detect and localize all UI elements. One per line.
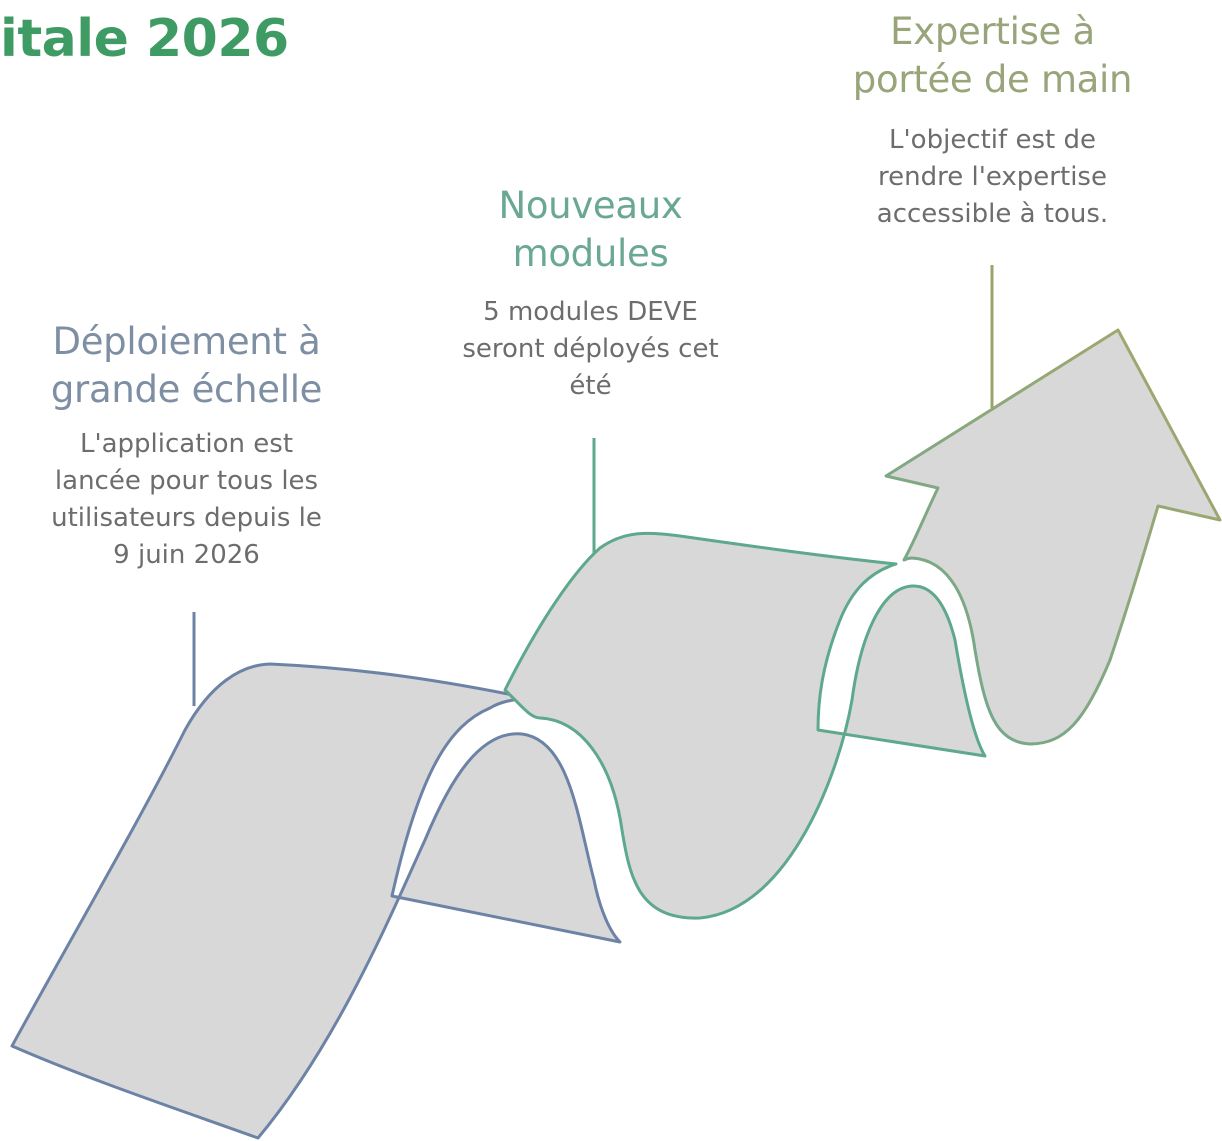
- step-desc-line: utilisateurs depuis le: [51, 503, 322, 533]
- step-title-line: Expertise à: [890, 10, 1095, 53]
- step-desc-line: 9 juin 2026: [113, 540, 260, 570]
- step-nouveaux-modules: Nouveaux modules 5 modules DEVE seront d…: [418, 182, 763, 405]
- step-expertise: Expertise à portée de main L'objectif es…: [815, 8, 1170, 233]
- step-description: L'application est lancée pour tous les u…: [14, 426, 359, 574]
- step-desc-line: rendre l'expertise: [878, 162, 1107, 192]
- step-title-line: Déploiement à: [52, 320, 321, 363]
- step-title-line: Nouveaux: [498, 184, 683, 227]
- step-desc-line: 5 modules DEVE: [483, 297, 698, 327]
- step-description: 5 modules DEVE seront déployés cet été: [418, 294, 763, 405]
- step-title: Expertise à portée de main: [815, 8, 1170, 104]
- ribbon-segment-1: [10, 662, 622, 1140]
- step-desc-line: seront déployés cet: [462, 334, 719, 364]
- page-title: itale 2026: [0, 9, 289, 69]
- step-title-line: modules: [512, 232, 669, 275]
- step-desc-line: lancée pour tous les: [54, 466, 319, 496]
- step-title-line: grande échelle: [50, 368, 323, 411]
- step-desc-line: accessible à tous.: [876, 199, 1109, 229]
- step-desc-line: été: [569, 371, 612, 401]
- step-desc-line: L'application est: [79, 429, 294, 459]
- step-desc-line: L'objectif est de: [889, 125, 1096, 155]
- step-title-line: portée de main: [852, 58, 1133, 101]
- step-deploiement: Déploiement à grande échelle L'applicati…: [14, 318, 359, 574]
- ribbon-segment-2: [503, 531, 987, 920]
- step-description: L'objectif est de rendre l'expertise acc…: [815, 122, 1170, 233]
- step-title: Nouveaux modules: [418, 182, 763, 278]
- step-title: Déploiement à grande échelle: [14, 318, 359, 414]
- ribbon-arrow-head: [884, 328, 1222, 746]
